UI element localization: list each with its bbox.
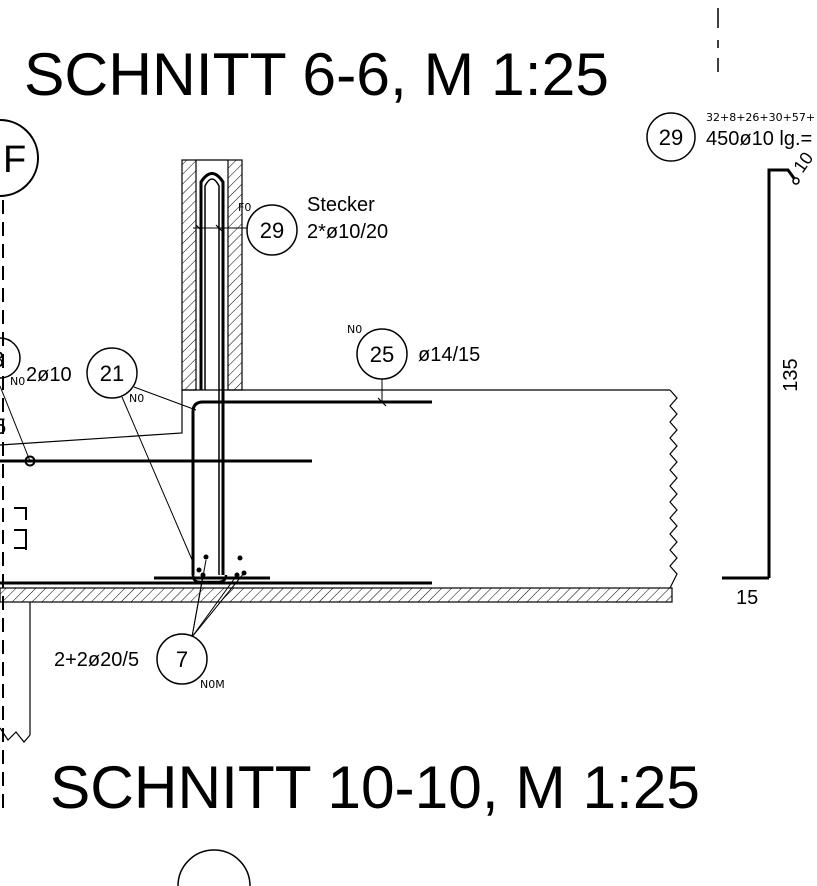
bar-29-title: Stecker: [307, 194, 375, 216]
rebar-layout: [0, 172, 432, 585]
bar-21-number: 21: [100, 361, 124, 386]
concrete-wall: [181, 159, 243, 391]
bar-29-spec: 2*ø10/20: [307, 221, 388, 243]
bar-25-number: 25: [370, 342, 394, 367]
section-title-10-10: SCHNITT 10-10, M 1:25: [50, 754, 700, 821]
bar-7-spec: 2+2ø20/5: [54, 649, 139, 671]
bar-29-tag: F0: [238, 201, 251, 214]
partial-circle-bottom: [177, 849, 251, 886]
bar-7-tag: N0M: [200, 678, 225, 691]
bar-7-number: 7: [176, 647, 188, 672]
schedule-29-dims: 32+8+26+30+57+: [706, 111, 815, 124]
partial-circle-number: 3: [0, 347, 4, 372]
schedule-29-spec: 450ø10 lg.=: [706, 128, 812, 150]
bar-29-number: 29: [260, 218, 284, 243]
bar-21-callout: N0 2ø10 21 N0: [0, 347, 197, 563]
bar-29-callout: F0 29 Stecker 2*ø10/20: [193, 194, 388, 256]
bar-21-tag-right: N0: [129, 392, 144, 405]
schedule-29-height: 135: [780, 358, 802, 391]
left-partial-text: 3 5: [0, 337, 27, 550]
bar-schedule-29: 29 32+8+26+30+57+ 450ø10 lg.= 10 135 15: [646, 111, 817, 609]
section-title-6-6: SCHNITT 6-6, M 1:25: [24, 41, 609, 108]
partial-left-label: 5: [0, 414, 6, 439]
axis-marker-label: F: [3, 139, 26, 181]
bar-21-tag-left: N0: [10, 375, 25, 388]
bar-25-callout: N0 25 ø14/15: [347, 323, 480, 407]
axis-marker-f: F: [0, 119, 39, 197]
bar-21-spec: 2ø10: [26, 364, 72, 386]
schedule-29-foot: 15: [736, 587, 758, 609]
bar-7-callout: 7 2+2ø20/5 N0M: [54, 559, 245, 691]
concrete-slab: [0, 389, 678, 603]
bar-25-spec: ø14/15: [418, 344, 480, 366]
left-lower-break: [0, 602, 31, 743]
bar-25-tag: N0: [347, 323, 362, 336]
schedule-29-number: 29: [659, 125, 683, 150]
schedule-29-hook: 10: [789, 148, 817, 176]
